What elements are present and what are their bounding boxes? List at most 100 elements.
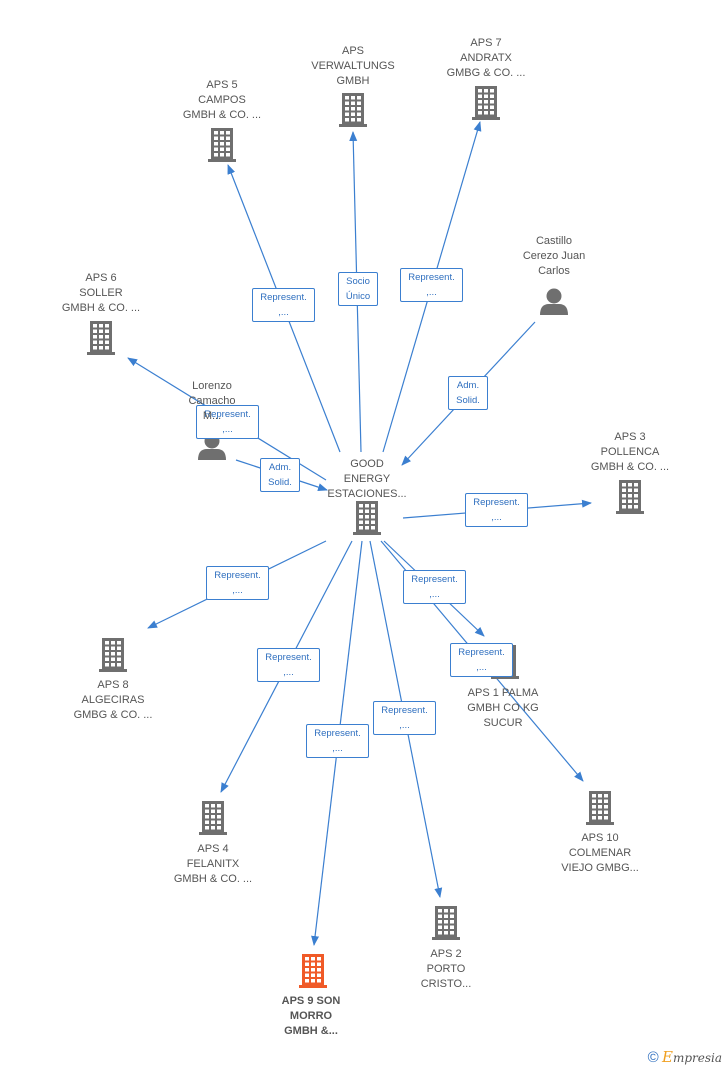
edge-label-line: Adm. [456,380,480,391]
edge-label-line: Único [345,291,371,302]
node-label-line: APS 1 PALMA [467,687,539,699]
node-label-line: Camacho [188,395,236,407]
building-icon[interactable] [208,128,236,162]
edge-label-line: Represent. [408,272,455,283]
building-icon[interactable] [586,791,614,825]
node-label-line: GMBH & CO. ... [182,109,262,121]
node-label-line: Lorenzo [192,380,232,392]
copyright-symbol: © [647,1049,659,1066]
node-label-line: APS 4 [197,843,229,855]
edge-label-line: ,... [232,585,243,596]
edge-label-line: Adm. [268,462,292,473]
building-icon[interactable] [99,638,127,672]
edge-label-line: ,... [476,662,487,673]
node-label-line: Carlos [538,265,570,277]
edge-label-center-to-aps5[interactable]: Represent.,... [252,288,315,322]
node-label-line: APS 9 SON [281,995,341,1007]
edge-label-line: ,... [429,589,440,600]
building-icon[interactable] [299,954,327,988]
node-label-line: GMBH & CO. ... [590,461,670,473]
edge-label-center-to-aps7[interactable]: Represent.,... [400,268,463,302]
edge-label-line: ,... [491,512,502,523]
node-label-line: Castillo [535,235,573,247]
node-label-aps6[interactable]: APS 6 SOLLER GMBH & CO. ... [41,271,161,316]
building-icon[interactable] [432,906,460,940]
building-icon[interactable] [87,321,115,355]
node-label-aps7[interactable]: APS 7 ANDRATX GMBG & CO. ... [426,36,546,81]
node-label-line: CAMPOS [198,94,246,106]
edge-label-center-to-aps1[interactable]: Represent.,... [403,570,466,604]
node-label-line: APS 7 [470,37,502,49]
node-label-line: Cerezo Juan [522,250,586,262]
building-icon[interactable] [616,480,644,514]
edge-label-center-to-aps9[interactable]: Represent.,... [306,724,369,758]
node-label-line: APS 6 [85,272,117,284]
building-icon[interactable] [472,86,500,120]
building-icon[interactable] [353,501,381,535]
edge-label-line: Represent. [265,652,312,663]
person-icon[interactable] [540,288,568,316]
edge-label-line: ,... [278,307,289,318]
node-label-line: GMBG & CO. ... [446,67,526,79]
edge-label-center-to-aps6[interactable]: Represent.,... [196,405,259,439]
node-label-line: APS [341,45,364,57]
edge-label-line: Represent. [411,574,458,585]
node-label-line: GMBG & CO. ... [73,709,153,721]
node-label-line: APS 2 [430,948,462,960]
edge-label-lorenzo-to-center[interactable]: Adm. Solid. [260,458,300,492]
node-label-line: GMBH &... [284,1025,338,1037]
node-label-aps1[interactable]: APS 1 PALMA GMBH CO KG SUCUR [443,686,563,731]
node-label-line: ALGECIRAS [81,694,145,706]
node-label-aps5[interactable]: APS 5 CAMPOS GMBH & CO. ... [162,78,282,123]
node-label-aps2[interactable]: APS 2 PORTO CRISTO... [386,947,506,992]
node-label-line: POLLENCA [600,446,660,458]
node-label-line: PORTO [426,963,466,975]
edge-label-line: ,... [399,720,410,731]
edge-label-line: Solid. [456,395,480,406]
edge-label-center-to-aps2[interactable]: Represent.,... [373,701,436,735]
node-label-line: SOLLER [79,287,123,299]
edge-label-line: Represent. [458,647,505,658]
node-label-line: ESTACIONES... [327,488,407,500]
node-label-line: M... [202,410,222,422]
node-label-line: FELANITX [186,858,240,870]
edge-label-center-to-aps4[interactable]: Represent.,... [257,648,320,682]
edge-label-center-to-aps10[interactable]: Represent.,... [450,643,513,677]
node-label-line: ENERGY [343,473,391,485]
node-label-line: ANDRATX [460,52,512,64]
edge-label-line: Represent. [381,705,428,716]
edge-label-line: Solid. [268,477,292,488]
edge-label-line: Represent. [314,728,361,739]
node-label-line: CRISTO... [420,978,472,990]
node-label-line: APS 3 [614,431,646,443]
edge-label-line: Represent. [260,292,307,303]
node-label-aps3[interactable]: APS 3 POLLENCA GMBH & CO. ... [570,430,690,475]
node-label-line: GMBH & CO. ... [61,302,141,314]
node-label-line: GMBH CO KG [467,702,539,714]
node-label-line: VIEJO GMBG... [561,862,639,874]
edge-label-center-to-aps3[interactable]: Represent.,... [465,493,528,527]
brand-initial: E [661,1048,673,1066]
edge-label-line: Represent. [204,409,251,420]
brand-watermark: © Empresia [648,1048,722,1066]
edge-label-center-to-aps8[interactable]: Represent.,... [206,566,269,600]
node-label-line: APS 5 [206,79,238,91]
node-label-line: SUCUR [483,717,523,729]
node-label-line: COLMENAR [568,847,632,859]
building-icon[interactable] [339,93,367,127]
node-label-line: VERWALTUNGS [311,60,395,72]
edge-label-castillo-to-center[interactable]: Adm. Solid. [448,376,488,410]
edge-label-line: ,... [332,743,343,754]
building-icon[interactable] [199,801,227,835]
edge-label-line: Represent. [473,497,520,508]
